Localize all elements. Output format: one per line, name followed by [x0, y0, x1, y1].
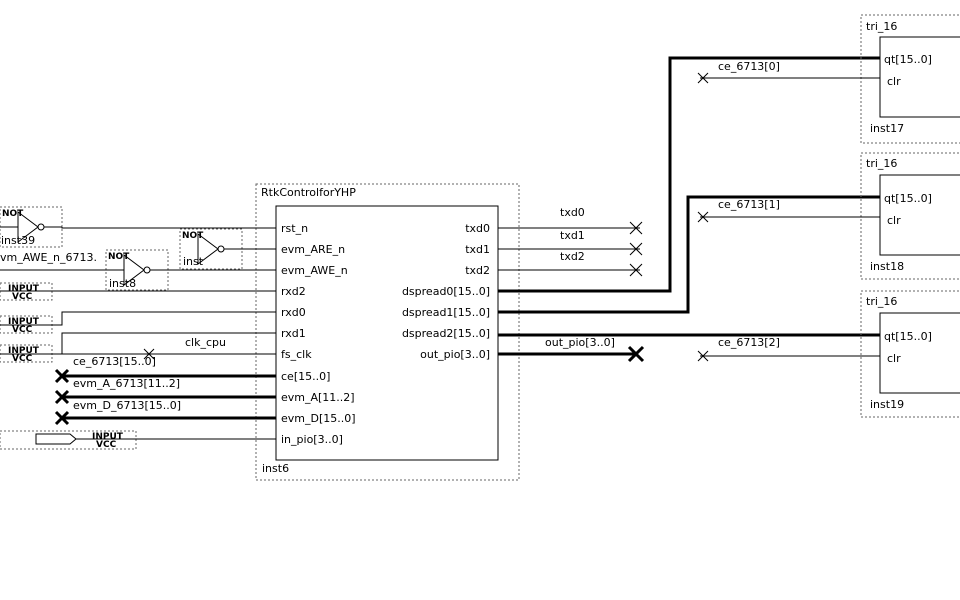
bus-dspread1[interactable] — [498, 195, 880, 314]
gate-inst39-instance: inst39 — [1, 234, 35, 247]
net-vm-awe-n: vm_AWE_n_6713. — [0, 251, 97, 264]
ce-no-connect — [143, 348, 155, 360]
port-dspread1: dspread1[15..0] — [402, 306, 490, 319]
wire-rst-n[interactable] — [61, 227, 276, 229]
gate-inst8-instance: inst8 — [109, 277, 136, 290]
tri-block-1-port-clr: clr — [887, 75, 901, 88]
input-vcc-4-value: VCC — [96, 440, 117, 450]
tri-block-2-body[interactable] — [879, 174, 960, 256]
tri-block-3-body[interactable] — [879, 312, 960, 394]
tri-block-3-title: tri_16 — [866, 295, 897, 308]
evm-d-no-connect — [54, 410, 70, 426]
wire-rxd0[interactable] — [0, 311, 276, 326]
txd-no-connect-marks — [629, 221, 643, 277]
tri-block-3-instance: inst19 — [870, 398, 904, 411]
main-block-title: RtkControlforYHP — [261, 186, 356, 199]
not-gate-inst39-bubble — [37, 223, 45, 231]
port-txd1: txd1 — [465, 243, 490, 256]
tri-block-2-port-clr: clr — [887, 214, 901, 227]
txd-wires[interactable] — [498, 227, 640, 271]
tri-block-1-title: tri_16 — [866, 20, 897, 33]
port-rst-n: rst_n — [281, 222, 308, 235]
tri-block-1-body[interactable] — [879, 36, 960, 118]
not-gate-inst-bubble — [217, 245, 225, 253]
port-rxd1: rxd1 — [281, 327, 306, 340]
port-ce: ce[15..0] — [281, 370, 330, 383]
tri-block-2-frame — [860, 152, 960, 280]
tri-block-3-port-clr: clr — [887, 352, 901, 365]
port-evm-d: evm_D[15..0] — [281, 412, 356, 425]
tri-block-2-ce-net: ce_6713[1] — [718, 198, 780, 211]
ce-bus-no-connect — [54, 368, 70, 384]
input-vcc-3-value: VCC — [12, 354, 33, 364]
main-block-frame — [255, 183, 520, 481]
port-evm-awe-n: evm_AWE_n — [281, 264, 348, 277]
input-vcc-2-label: INPUT — [8, 317, 40, 327]
tri-block-3-frame — [860, 290, 960, 418]
tri-block-2-instance: inst18 — [870, 260, 904, 273]
net-evm-d: evm_D_6713[15..0] — [73, 399, 181, 412]
input-vcc-3-label: INPUT — [8, 346, 40, 356]
net-txd2: txd2 — [560, 250, 585, 263]
bus-dspread0[interactable] — [498, 56, 880, 293]
input-pin-icon — [35, 433, 77, 445]
main-block-instance: inst6 — [262, 462, 289, 475]
net-txd1: txd1 — [560, 229, 585, 242]
port-txd0: txd0 — [465, 222, 490, 235]
port-fs-clk: fs_clk — [281, 348, 312, 361]
port-dspread2: dspread2[15..0] — [402, 327, 490, 340]
net-out-pio: out_pio[3..0] — [545, 336, 615, 349]
evm-a-no-connect — [54, 389, 70, 405]
tri-block-1-instance: inst17 — [870, 122, 904, 135]
tri-block-1-frame — [860, 14, 960, 144]
input-vcc-4-frame — [0, 430, 137, 450]
tri-block-1-port-qt: qt[15..0] — [884, 53, 932, 66]
tri-block-3-port-qt: qt[15..0] — [884, 330, 932, 343]
gate-inst-instance: inst — [183, 255, 204, 268]
input-vcc-4-label: INPUT — [92, 432, 124, 442]
port-txd2: txd2 — [465, 264, 490, 277]
gate-inst8-label: NOT — [108, 252, 130, 262]
tri-block-1-no-connect — [697, 72, 709, 84]
net-evm-a: evm_A_6713[11..2] — [73, 377, 180, 390]
tri-block-2-no-connect — [697, 211, 709, 223]
gate-inst39-label: NOT — [2, 209, 24, 219]
not-gate-inst-icon[interactable] — [197, 233, 219, 265]
port-rxd2: rxd2 — [281, 285, 306, 298]
net-txd0: txd0 — [560, 206, 585, 219]
tri-block-3-ce-net: ce_6713[2] — [718, 336, 780, 349]
input-vcc-1-label: INPUT — [8, 284, 40, 294]
tri-block-2-port-qt: qt[15..0] — [884, 192, 932, 205]
not-gate-inst8-bubble — [143, 266, 151, 274]
out-pio-no-connect — [627, 345, 645, 363]
wire-rxd1[interactable] — [0, 332, 276, 355]
port-dspread0: dspread0[15..0] — [402, 285, 490, 298]
tri-block-3-no-connect — [697, 350, 709, 362]
net-ce-6713: ce_6713[15..0] — [73, 355, 156, 368]
net-clk-cpu: clk_cpu — [185, 336, 226, 349]
tri-block-2-title: tri_16 — [866, 157, 897, 170]
input-vcc-2-value: VCC — [12, 325, 33, 335]
port-evm-a: evm_A[11..2] — [281, 391, 355, 404]
port-rxd0: rxd0 — [281, 306, 306, 319]
port-evm-are-n: evm_ARE_n — [281, 243, 345, 256]
input-vcc-1-value: VCC — [12, 292, 33, 302]
port-out-pio: out_pio[3..0] — [420, 348, 490, 361]
port-in-pio: in_pio[3..0] — [281, 433, 343, 446]
gate-inst-label: NOT — [182, 231, 204, 241]
tri-block-1-ce-net: ce_6713[0] — [718, 60, 780, 73]
